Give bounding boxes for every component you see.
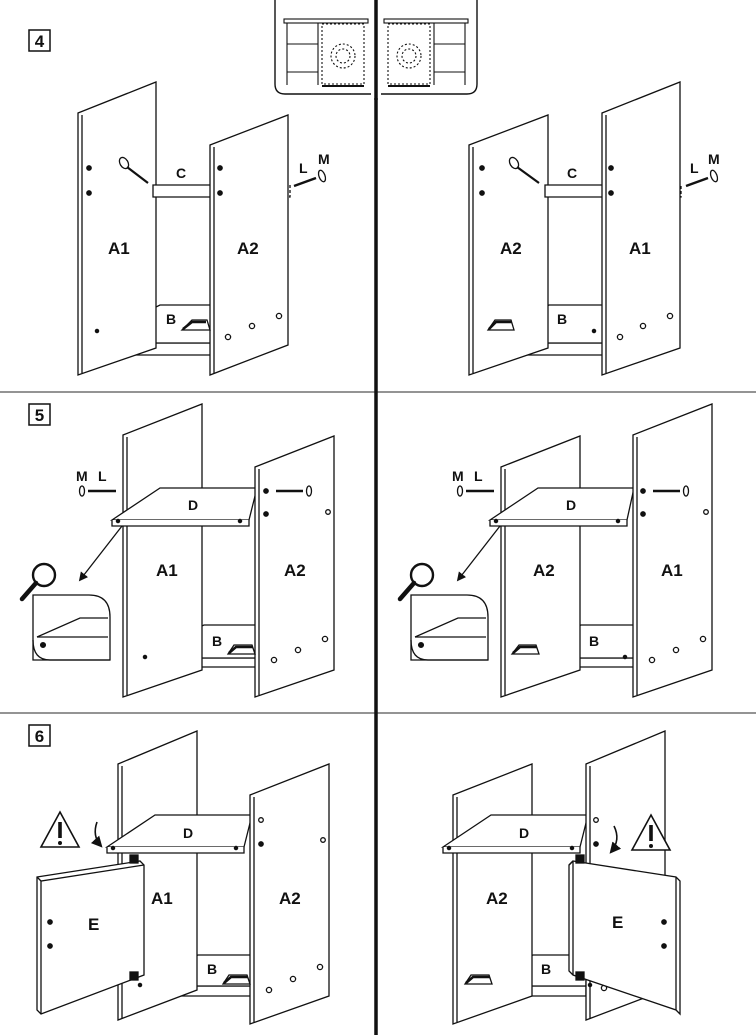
part-label: E (88, 915, 99, 934)
part-label: B (541, 961, 551, 977)
hinge-icon (575, 854, 585, 981)
part-label: B (557, 311, 567, 327)
door-e (36, 860, 145, 1015)
panel-label: A1 (108, 239, 130, 258)
fastener-label: M (76, 468, 88, 484)
dowel-screw-l-icon (293, 169, 327, 188)
dowel-screw-l-icon (78, 485, 116, 497)
thumbnail-right-hand (383, 18, 469, 87)
step-6-left-labels: A1 A2 D B E (88, 825, 301, 977)
hinge-icon (129, 854, 139, 981)
panel-label: A1 (156, 561, 178, 580)
panel-label: A2 (284, 561, 306, 580)
step-5-left-labels: A1 A2 D B M L (76, 468, 306, 649)
part-label: D (183, 825, 193, 841)
magnifier-icon (19, 562, 57, 602)
step-6-right-labels: A2 D B E (486, 825, 623, 977)
panel-label: A1 (629, 239, 651, 258)
panel-label: A2 (237, 239, 259, 258)
part-label: D (519, 825, 529, 841)
dowel-screw-l-icon (685, 169, 719, 188)
cam-lock-c-icon (118, 156, 149, 184)
dowel-screw-l-icon (276, 485, 313, 497)
svg-text:4: 4 (35, 32, 45, 51)
step-6-right-diagram (440, 730, 681, 1025)
step-4-left-diagram (77, 81, 327, 376)
part-label: C (567, 165, 577, 181)
fastener-label: L (474, 468, 483, 484)
svg-text:6: 6 (35, 727, 44, 746)
step-6: 6 (28, 724, 681, 1025)
thumbnail-left-hand (283, 18, 369, 87)
step-5-right-diagram (397, 403, 713, 698)
panel-label: A1 (661, 561, 683, 580)
detail-callout (32, 594, 111, 661)
svg-text:5: 5 (35, 406, 44, 425)
step-5-right-labels: A2 A1 D B M L (452, 468, 683, 649)
magnifier-icon (397, 562, 435, 602)
step-5: 5 (19, 403, 713, 698)
part-label: C (176, 165, 186, 181)
part-label: B (589, 633, 599, 649)
panel-label: A2 (533, 561, 555, 580)
panel-label: A1 (151, 889, 173, 908)
step-4-left-labels: A1 A2 C B L M (108, 151, 330, 327)
part-label: D (566, 497, 576, 513)
fastener-label: M (708, 151, 720, 167)
step-number-box: 4 (28, 29, 51, 52)
step-6-left-diagram (36, 730, 330, 1025)
panel-label: A2 (279, 889, 301, 908)
step-number-box: 5 (28, 403, 51, 426)
warning-triangle-icon (39, 810, 81, 848)
step-4-right-labels: A2 A1 C B L M (500, 151, 720, 327)
part-label: E (612, 913, 623, 932)
dowel-screw-l-icon (653, 485, 690, 497)
fastener-label: L (98, 468, 107, 484)
fastener-label: M (318, 151, 330, 167)
step-4: 4 (28, 29, 720, 376)
step-number-box: 6 (28, 724, 51, 747)
panel-label: A2 (486, 889, 508, 908)
door-e (568, 860, 681, 1016)
panel-label: A2 (500, 239, 522, 258)
fastener-label: L (299, 160, 308, 176)
part-label: B (212, 633, 222, 649)
dowel-screw-l-icon (456, 485, 494, 497)
detail-callout (410, 594, 489, 661)
part-label: B (166, 311, 176, 327)
step-5-left-diagram (19, 403, 335, 698)
step-4-right-diagram (468, 81, 719, 376)
fastener-label: L (690, 160, 699, 176)
warning-triangle-icon (630, 813, 672, 851)
part-label: D (188, 497, 198, 513)
part-label: B (207, 961, 217, 977)
cam-lock-c-icon (508, 156, 540, 184)
fastener-label: M (452, 468, 464, 484)
orientation-thumbnails (274, 0, 478, 100)
